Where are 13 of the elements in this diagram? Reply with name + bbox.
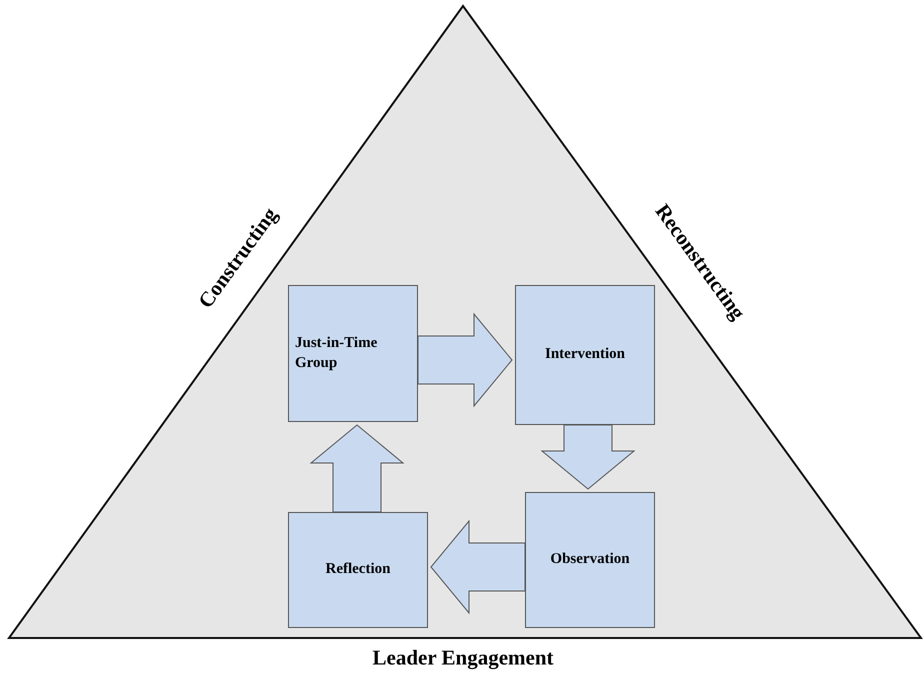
block-arrow xyxy=(418,312,513,408)
box-label: Intervention xyxy=(544,345,626,364)
box-label: Observation xyxy=(549,550,631,570)
process-box xyxy=(525,492,655,628)
side-label: Leader Engagement xyxy=(372,646,554,670)
process-box xyxy=(288,512,428,628)
process-box xyxy=(288,285,418,422)
block-arrow xyxy=(540,424,636,490)
block-arrow xyxy=(310,424,404,512)
box-label: Reflection xyxy=(324,560,392,580)
box-label: Just-in-Time Group xyxy=(294,334,378,372)
block-arrow xyxy=(430,520,526,614)
process-box xyxy=(515,285,655,425)
